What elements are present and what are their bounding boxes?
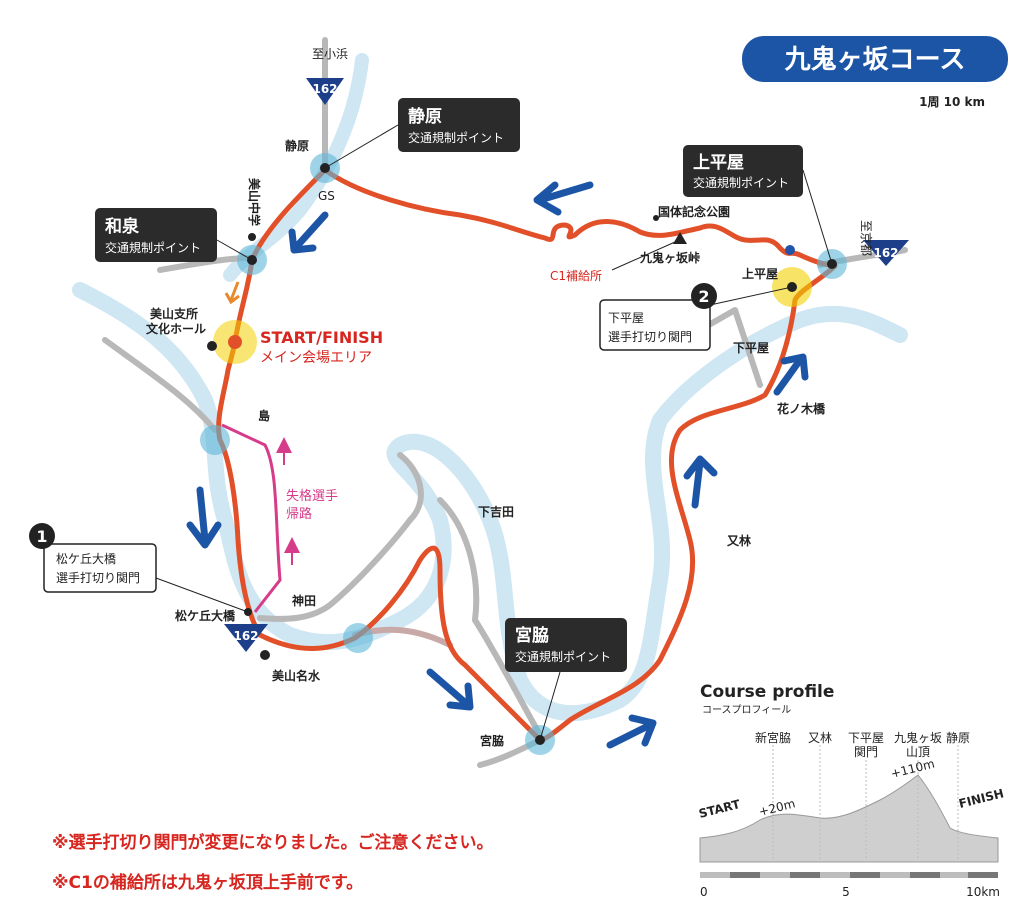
- dq-return-label-2: 帰路: [286, 506, 312, 522]
- callout-kamihiraya: 上平屋 交通規制ポイント: [683, 145, 833, 265]
- svg-text:上平屋: 上平屋: [693, 153, 744, 173]
- matsugaoka-label: 松ケ丘大橋: [175, 608, 236, 623]
- place-labels: 至小浜 至京都 静原 GS 美山中学 美山支所 文化ホール 島 失格選手 帰路 …: [146, 47, 873, 748]
- profile-subtitle: コースプロフィール: [702, 704, 791, 716]
- callout-izumi: 和泉 交通規制ポイント: [95, 208, 253, 262]
- lap-distance: 1周 10 km: [919, 95, 985, 109]
- shizuhara-label: 静原: [285, 138, 309, 153]
- gs-label: GS: [318, 189, 335, 203]
- main-venue-label: メイン会場エリア: [260, 350, 372, 366]
- svg-text:10km: 10km: [966, 885, 1000, 899]
- svg-text:FINISH: FINISH: [957, 786, 1005, 811]
- svg-text:5: 5: [842, 885, 850, 899]
- svg-text:宮脇: 宮脇: [515, 625, 549, 646]
- svg-text:162: 162: [312, 82, 337, 96]
- svg-text:交通規制ポイント: 交通規制ポイント: [693, 175, 789, 190]
- callout-shizuhara: 静原 交通規制ポイント: [324, 98, 520, 169]
- svg-text:和泉: 和泉: [105, 216, 140, 237]
- note-c1-aid: ※C1の補給所は九鬼ヶ坂頂上手前です。: [52, 872, 363, 893]
- svg-text:山頂: 山頂: [906, 745, 930, 759]
- svg-text:下平屋: 下平屋: [608, 311, 644, 325]
- shima-label: 島: [258, 408, 270, 423]
- svg-text:0: 0: [700, 885, 708, 899]
- svg-text:選手打切り関門: 選手打切り関門: [56, 571, 140, 585]
- svg-text:1: 1: [36, 527, 47, 546]
- svg-text:九鬼ヶ坂: 九鬼ヶ坂: [894, 730, 942, 745]
- shimoyoshida-label: 下吉田: [478, 504, 514, 519]
- dq-return-label-1: 失格選手: [286, 488, 338, 504]
- cutoff-shimohiraya: 2 下平屋 選手打切り関門: [599, 283, 793, 351]
- kanda-label: 神田: [292, 593, 316, 608]
- svg-text:2: 2: [698, 287, 709, 306]
- culture-hall-label: 文化ホール: [146, 321, 206, 336]
- svg-text:交通規制ポイント: 交通規制ポイント: [515, 649, 611, 664]
- meisui-label: 美山名水: [272, 668, 321, 683]
- route-162-shield: 162: [306, 78, 344, 105]
- profile-title: Course profile: [700, 682, 834, 702]
- dq-return-route: [221, 423, 282, 613]
- to-obama-label: 至小浜: [312, 47, 348, 61]
- svg-text:START: START: [697, 797, 742, 821]
- orange-arrow-icon: [224, 281, 240, 305]
- svg-text:選手打切り関門: 選手打切り関門: [608, 330, 692, 344]
- miyama-jhs-label: 美山中学: [247, 178, 262, 226]
- svg-text:162: 162: [873, 246, 898, 260]
- svg-text:又林: 又林: [808, 731, 832, 745]
- svg-text:新宮脇: 新宮脇: [755, 730, 791, 745]
- svg-text:交通規制ポイント: 交通規制ポイント: [105, 240, 201, 255]
- svg-text:交通規制ポイント: 交通規制ポイント: [408, 130, 504, 145]
- shimohiraya-label: 下平屋: [733, 341, 769, 355]
- svg-text:静原: 静原: [408, 106, 442, 127]
- c1-aid-label: C1補給所: [550, 269, 602, 283]
- direction-arrows: [186, 181, 809, 749]
- summit-icon: [673, 232, 687, 244]
- matabayashi-label: 又林: [726, 533, 751, 548]
- callout-miyawaki: 宮脇 交通規制ポイント: [505, 618, 627, 741]
- course-title: 九鬼ヶ坂コース: [742, 36, 1008, 82]
- kukigasaka-pass-label: 九鬼ヶ坂峠: [639, 250, 700, 265]
- kokutai-park-label: 国体記念公園: [658, 204, 730, 219]
- course-route: [216, 167, 838, 743]
- to-kyoto-label: 至京都: [859, 220, 873, 256]
- course-profile: Course profile コースプロフィール 新宮脇 又林 下平屋 関門 九…: [697, 682, 1005, 899]
- svg-text:下平屋: 下平屋: [848, 731, 884, 745]
- svg-text:九鬼ヶ坂コース: 九鬼ヶ坂コース: [784, 44, 966, 75]
- svg-text:松ケ丘大橋: 松ケ丘大橋: [56, 552, 116, 566]
- kamihiraya-label: 上平屋: [742, 266, 778, 281]
- route-162-shield: 162: [224, 624, 268, 652]
- note-cutoff-change: ※選手打切り関門が変更になりました。ご注意ください。: [52, 832, 494, 853]
- svg-text:静原: 静原: [946, 731, 970, 745]
- cutoff-matsugaoka: 1 松ケ丘大橋 選手打切り関門: [29, 523, 249, 613]
- svg-text:関門: 関門: [854, 745, 878, 759]
- start-finish-label: START/FINISH: [260, 328, 383, 347]
- hananoki-label: 花ノ木橋: [777, 401, 826, 416]
- svg-text:+110m: +110m: [889, 757, 936, 781]
- miyama-branch-label: 美山支所: [150, 306, 198, 321]
- svg-text:162: 162: [233, 629, 258, 643]
- miyawaki-label: 宮脇: [480, 733, 504, 748]
- route-162-shield: 162: [863, 240, 909, 266]
